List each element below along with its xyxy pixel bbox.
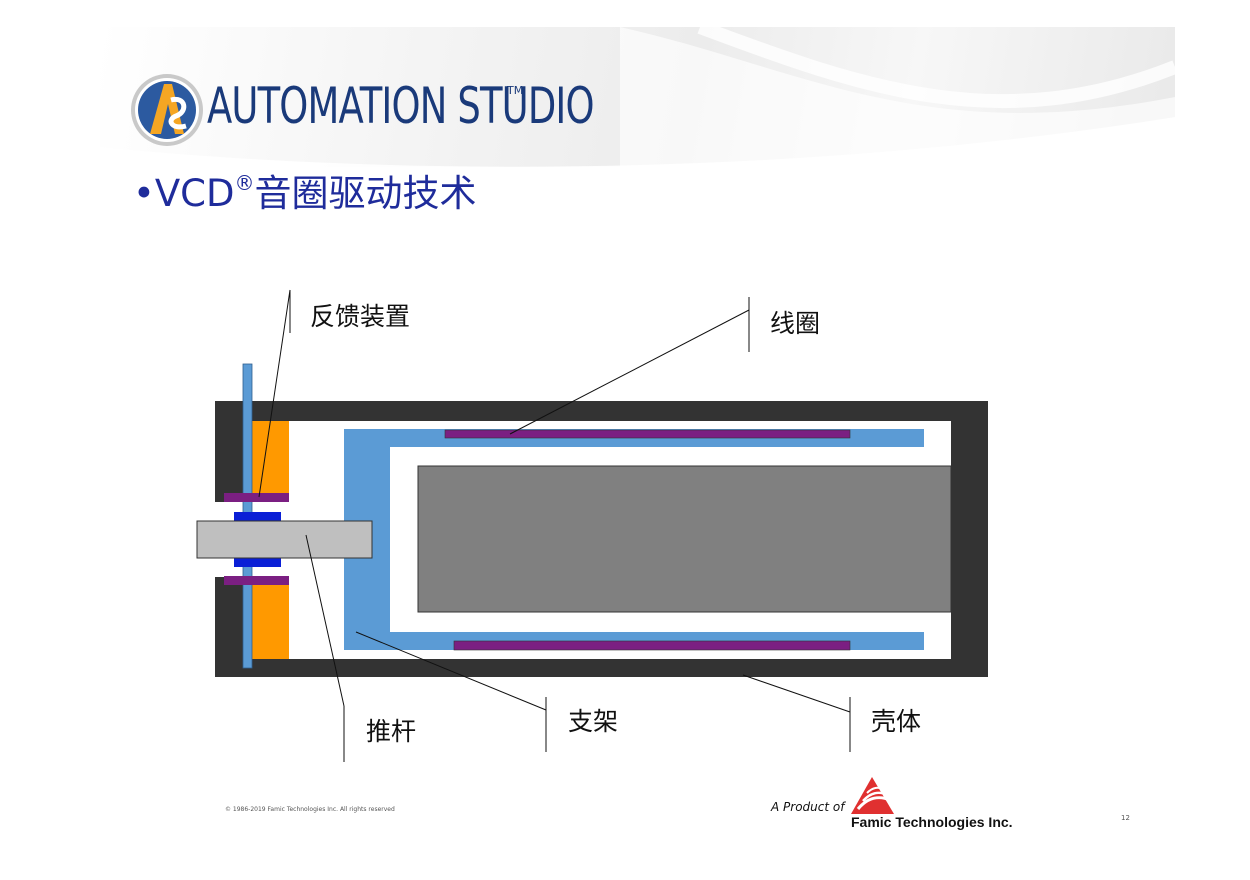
product-of-text: A Product of xyxy=(771,800,845,814)
pushrod-leader xyxy=(305,534,345,707)
coil-bottom xyxy=(453,640,851,651)
famic-logo-icon xyxy=(851,777,894,814)
automation-studio-logo-icon xyxy=(131,74,203,146)
housing-leader xyxy=(742,674,851,713)
push-rod xyxy=(196,520,373,559)
magnet-top xyxy=(251,421,289,493)
copyright-text: © 1986-2019 Famic Technologies Inc. All … xyxy=(225,806,395,813)
coil-leader xyxy=(509,309,750,435)
housing-bottom-wall xyxy=(215,659,988,677)
label-bracket: 支架 xyxy=(568,707,619,736)
coil-top xyxy=(444,429,851,439)
registered-mark: ® xyxy=(234,171,255,195)
housing-top-wall xyxy=(215,401,988,421)
title-prefix: •VCD xyxy=(133,172,235,215)
bearing-bottom xyxy=(234,558,281,567)
brand-name: AUTOMATION STUDIO xyxy=(207,77,595,135)
trademark: TM xyxy=(507,84,524,97)
housing-left-wall-bottom xyxy=(215,577,243,677)
label-feedback: 反馈装置 xyxy=(310,302,411,331)
title-chinese: 音圈驱动技术 xyxy=(254,172,477,215)
header-banner xyxy=(100,27,1175,167)
housing-left-wall-top xyxy=(215,401,243,502)
label-coil: 线圈 xyxy=(770,309,821,338)
company-name: Famic Technologies Inc. xyxy=(851,814,1013,830)
banner-swoosh xyxy=(100,27,1175,167)
page-title: •VCD®音圈驱动技术 xyxy=(133,160,476,217)
label-housing: 壳体 xyxy=(871,707,922,736)
guide-plate-top xyxy=(224,493,289,502)
bearing-top xyxy=(234,512,281,521)
magnetic-core xyxy=(417,465,952,613)
housing-right-wall xyxy=(951,401,988,677)
label-pushrod: 推杆 xyxy=(366,717,417,746)
guide-plate-bottom xyxy=(224,576,289,585)
magnet-bottom xyxy=(251,585,289,659)
feedback-leader xyxy=(258,289,291,498)
bracket-leader xyxy=(355,631,547,711)
page-number: 12 xyxy=(1121,814,1130,822)
